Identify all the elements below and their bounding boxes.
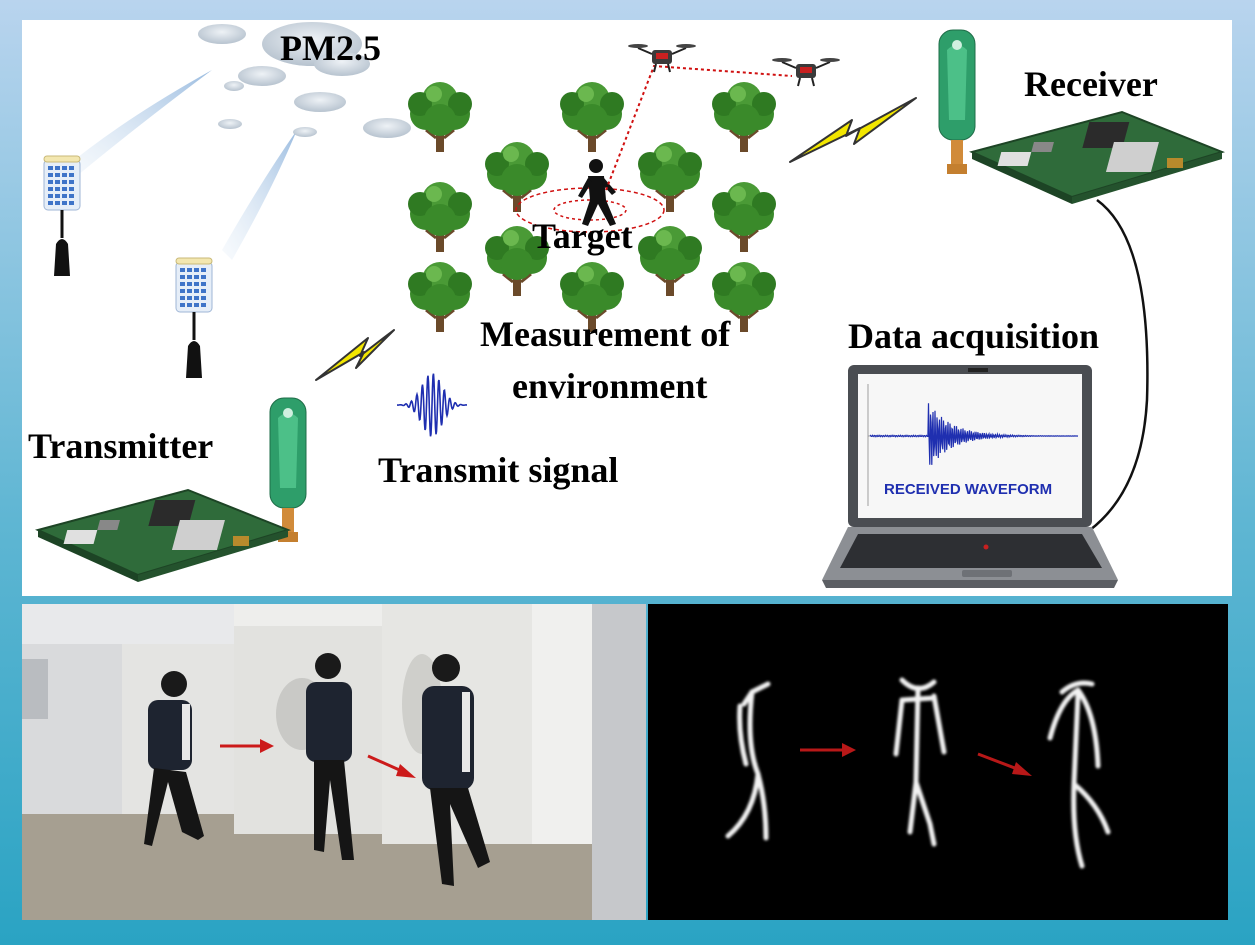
tree-icon [710,80,778,154]
walking-photo-sequence [22,604,646,920]
skeleton-icon [893,677,947,847]
person-photo [422,654,490,886]
tree-icon [406,180,474,254]
skeleton-sequence [648,604,1228,920]
red-arrow-icon [220,739,274,753]
pm25-beam [62,70,212,180]
radio-board-icon [971,111,1223,205]
red-arrow-icon [367,754,416,778]
photo-frame [22,604,234,920]
data-acquisition-label: Data acquisition [848,316,1100,356]
photo-sequence-graphics [22,604,646,920]
person-photo [306,653,354,860]
cable [1089,198,1149,531]
receiver-label: Receiver [1024,64,1158,104]
measurement-label-line1: Measurement of [480,314,731,354]
cloud-icon [198,22,411,138]
photo-frame [234,604,382,920]
tree-icon [558,80,626,154]
received-waveform-caption: RECEIVED WAVEFORM [884,481,1053,498]
pm25-sensor-icon [174,256,214,380]
transmit-signal-label: Transmit signal [378,450,619,490]
skeleton-icon [1047,680,1111,869]
pm25-label: PM2.5 [280,28,381,68]
pm25-beam [222,130,297,260]
red-arrow-icon [977,752,1032,776]
tree-icon [710,180,778,254]
laptop-icon [822,365,1118,588]
waveform-icon [397,373,467,437]
target-ring [553,199,627,221]
lightning-icon [315,329,395,381]
drone-icon [771,57,841,87]
photo-frame [382,604,646,920]
person-photo [144,671,204,846]
antenna-icon [269,397,307,543]
skeleton-icon [725,681,771,841]
drone-link [605,64,793,191]
tree-icon [636,224,704,298]
antenna-icon [938,29,976,175]
red-arrow-icon [800,743,856,757]
system-diagram-graphics [37,22,1223,588]
tree-icon [483,140,551,214]
walking-person-icon [578,159,616,226]
tree-icon [406,260,474,334]
skeleton-sequence-graphics [725,677,1111,869]
transmitter-label: Transmitter [28,426,214,466]
tree-icon [636,140,704,214]
measurement-label-line2: environment [512,366,708,406]
lightning-icon [789,97,917,163]
radio-board-icon [37,489,289,583]
system-diagram-panel: PM2.5 Receiver Target Measurement of env… [22,20,1232,596]
target-label: Target [532,216,633,256]
pm25-sensor-icon [42,154,82,278]
target-ring [515,187,665,233]
tree-icon [406,80,474,154]
